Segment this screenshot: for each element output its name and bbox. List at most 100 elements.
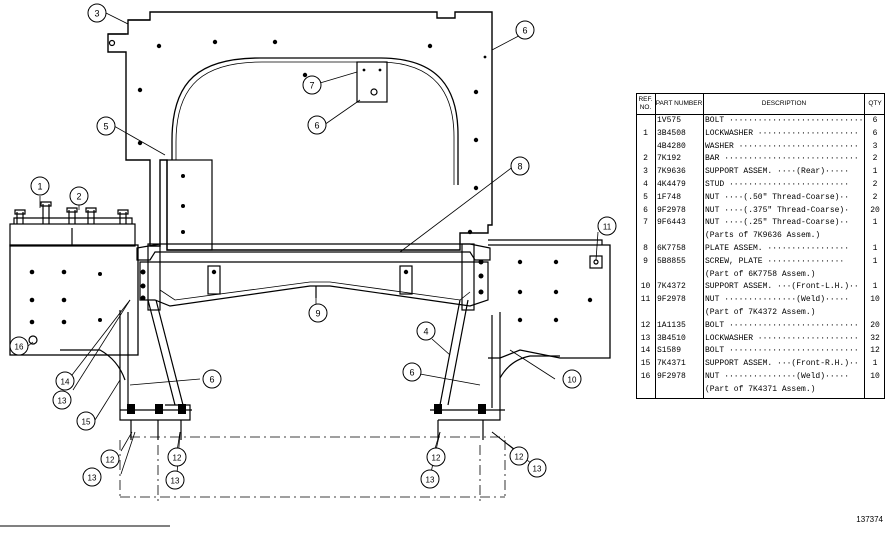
callout-label: 2 xyxy=(76,192,81,202)
callout-8: 8 xyxy=(510,156,530,176)
table-row: (Parts of 7K9636 Assem.) xyxy=(637,231,884,242)
callout-6: 6 xyxy=(202,369,222,389)
callout-label: 16 xyxy=(15,343,24,352)
cell-ref: 2 xyxy=(643,154,648,164)
cell-part: 5B8855 xyxy=(657,256,686,266)
callout-14: 14 xyxy=(55,371,75,391)
callout-2: 2 xyxy=(69,186,89,206)
callout-label: 13 xyxy=(88,474,97,483)
cell-part: 3B4508 xyxy=(657,128,686,138)
cell-ref: 14 xyxy=(640,346,651,356)
table-row: (Part of 6K7758 Assem.) xyxy=(637,270,884,281)
callout-label: 13 xyxy=(171,477,180,486)
callout-1: 1 xyxy=(30,176,50,196)
cell-qty: 1 xyxy=(872,282,878,292)
cell-part: 7K9636 xyxy=(657,167,686,177)
callout-label: 6 xyxy=(409,368,414,378)
cell-qty: 12 xyxy=(870,346,880,356)
cell-desc: SUPPORT ASSEM. ···(Front-L.H.)·· xyxy=(705,282,859,292)
cell-qty: 1 xyxy=(872,256,878,266)
callout-13: 13 xyxy=(420,469,440,489)
callout-label: 7 xyxy=(309,81,314,91)
cell-part: 9F2978 xyxy=(657,372,686,381)
callout-label: 10 xyxy=(568,376,577,385)
callout-9: 9 xyxy=(308,303,328,323)
cell-qty: 1 xyxy=(872,244,878,253)
callout-13: 13 xyxy=(527,458,547,478)
cell-desc: NUT ···············(Weld)····· xyxy=(705,295,850,305)
front-support-left-hand xyxy=(9,201,139,356)
callout-label: 12 xyxy=(432,454,441,463)
cell-ref: 8 xyxy=(643,244,648,253)
callout-label: 9 xyxy=(315,309,320,319)
callout-6: 6 xyxy=(402,362,422,382)
callout-label: 8 xyxy=(517,162,522,172)
table-row: (Part of 7K4372 Assem.) xyxy=(637,308,884,319)
callout-4: 4 xyxy=(416,321,436,341)
callout-6: 6 xyxy=(515,20,535,40)
callout-label: 6 xyxy=(314,121,319,131)
callout-label: 6 xyxy=(522,26,527,36)
cell-desc: BAR ···························· xyxy=(705,154,859,164)
cell-qty: 2 xyxy=(872,192,878,202)
callout-label: 14 xyxy=(61,378,70,387)
rear-support-assembly xyxy=(107,11,493,251)
cell-qty: 6 xyxy=(872,128,878,138)
cell-desc: SUPPORT ASSEM. ····(Rear)····· xyxy=(705,167,850,177)
parts-table-header: REF. NO. PART NUMBER DESCRIPTION QTY xyxy=(637,94,884,115)
cell-desc: SCREW, PLATE ················ xyxy=(705,256,845,266)
callout-label: 15 xyxy=(82,418,91,427)
cell-part: 9F6443 xyxy=(657,218,686,228)
callout-label: 6 xyxy=(209,375,214,385)
cell-desc: NUT ····(.50" Thread-Coarse)·· xyxy=(705,192,850,202)
callout-11: 11 xyxy=(597,216,617,236)
callout-label: 1 xyxy=(37,182,42,192)
cell-desc: BOLT ··························· xyxy=(705,320,859,330)
cell-part: 7K4371 xyxy=(657,359,686,369)
cell-ref: 4 xyxy=(643,180,648,189)
cell-desc: BOLT ····························· xyxy=(705,116,863,125)
cell-qty: 10 xyxy=(870,372,880,381)
cell-ref: 5 xyxy=(643,192,648,202)
cell-ref: 3 xyxy=(643,167,648,177)
callout-label: 13 xyxy=(533,465,542,474)
cell-qty: 10 xyxy=(870,295,880,305)
cell-ref: 11 xyxy=(640,295,651,305)
cell-desc: NUT ····(.375" Thread-Coarse)· xyxy=(705,205,850,215)
cell-qty: 1 xyxy=(872,359,878,369)
callout-label: 12 xyxy=(515,453,524,462)
cell-desc: LOCKWASHER ····················· xyxy=(705,333,859,343)
cell-ref: 1 xyxy=(643,128,648,138)
cross-plate-assembly xyxy=(136,243,491,311)
cell-qty: 2 xyxy=(872,154,878,164)
callout-12: 12 xyxy=(100,449,120,469)
callout-12: 12 xyxy=(426,447,446,467)
callout-15: 15 xyxy=(76,411,96,431)
cell-desc: PLATE ASSEM. ················· xyxy=(705,244,850,253)
cell-part: 1A1135 xyxy=(657,320,686,330)
cell-qty: 3 xyxy=(872,141,878,151)
cell-qty: 1 xyxy=(872,167,878,177)
callout-label: 12 xyxy=(106,456,115,465)
callout-label: 3 xyxy=(94,9,99,19)
cell-ref: 10 xyxy=(640,282,651,292)
centerlines xyxy=(119,436,506,505)
cell-ref: 16 xyxy=(640,372,651,381)
callout-6: 6 xyxy=(307,115,327,135)
table-row: 3 7K9636 SUPPORT ASSEM. ····(Rear)····· 1 xyxy=(637,167,884,178)
cell-desc: WASHER ························· xyxy=(705,141,859,151)
cell-part: 9F2978 xyxy=(657,295,686,305)
callout-12: 12 xyxy=(509,446,529,466)
table-row: (Part of 7K4371 Assem.) xyxy=(637,385,884,396)
callout-label: 11 xyxy=(603,223,612,232)
